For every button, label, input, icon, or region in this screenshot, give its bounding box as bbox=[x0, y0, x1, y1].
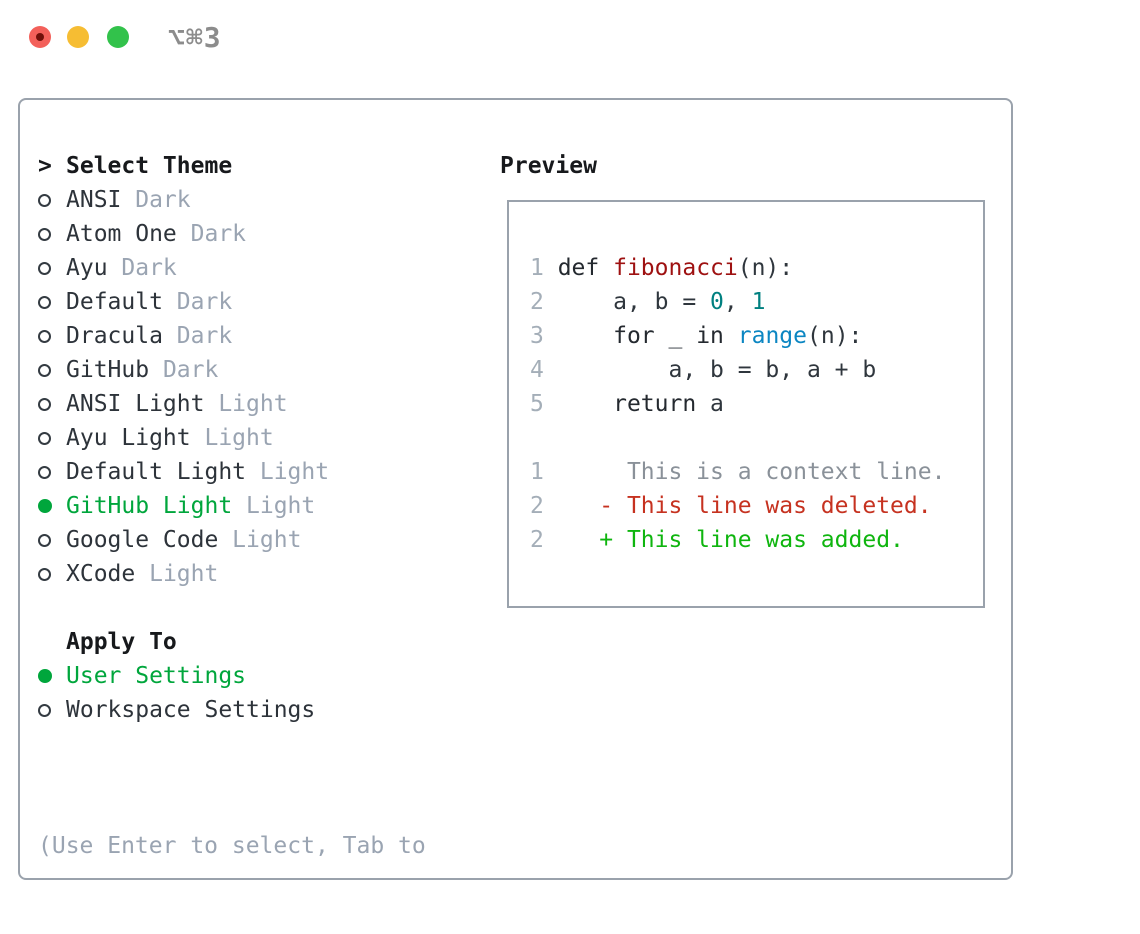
theme-name: ANSI Light bbox=[66, 391, 205, 417]
radio-unselected-icon bbox=[38, 533, 66, 547]
code-line: 1 def fibonacci(n): bbox=[530, 255, 794, 281]
titlebar: ⌥⌘3 bbox=[0, 0, 1140, 74]
radio-unselected-icon bbox=[38, 397, 66, 411]
preview-box: 1 def fibonacci(n): 2 a, b = 0, 1 3 for … bbox=[507, 200, 985, 608]
theme-variant-label: Light bbox=[218, 527, 302, 553]
theme-option-github[interactable]: GitHub Dark bbox=[38, 353, 426, 387]
radio-unselected-icon bbox=[38, 193, 66, 207]
zoom-button[interactable] bbox=[107, 26, 129, 48]
theme-variant-label: Light bbox=[135, 561, 219, 587]
unsaved-indicator-dot bbox=[36, 33, 44, 41]
code-line: 4 a, b = b, a + b bbox=[530, 357, 877, 383]
theme-variant-label: Light bbox=[246, 459, 330, 485]
spacer-row bbox=[38, 591, 426, 625]
theme-name: Ayu Light bbox=[66, 425, 191, 451]
radio-unselected-icon bbox=[38, 431, 66, 445]
theme-name: Dracula bbox=[66, 323, 163, 349]
theme-option-default-light[interactable]: Default Light Light bbox=[38, 455, 426, 489]
theme-variant-label: Dark bbox=[176, 221, 247, 247]
theme-name: Google Code bbox=[66, 527, 219, 553]
code-preview: 1 def fibonacci(n): 2 a, b = 0, 1 3 for … bbox=[509, 202, 983, 557]
theme-option-github-light[interactable]: GitHub Light Light bbox=[38, 489, 426, 523]
theme-variant-label: Dark bbox=[121, 187, 191, 213]
radio-unselected-icon bbox=[38, 295, 66, 309]
theme-name: Ayu bbox=[66, 255, 108, 281]
apply-to-header: Apply To bbox=[38, 625, 426, 659]
theme-option-ayu[interactable]: Ayu Dark bbox=[38, 251, 426, 285]
theme-variant-label: Light bbox=[190, 425, 274, 451]
hint-text: (Use Enter to select, Tab to change focu… bbox=[38, 761, 426, 934]
apply-option-user-settings[interactable]: User Settings bbox=[38, 659, 426, 693]
theme-variant-label: Dark bbox=[162, 289, 233, 315]
radio-unselected-icon bbox=[38, 567, 66, 581]
code-line: 3 for _ in range(n): bbox=[530, 323, 863, 349]
code-line: 2 a, b = 0, 1 bbox=[530, 289, 766, 315]
radio-unselected-icon bbox=[38, 261, 66, 275]
theme-name: ANSI bbox=[66, 187, 122, 213]
theme-name: GitHub Light bbox=[66, 493, 233, 519]
window-title: ⌥⌘3 bbox=[168, 21, 222, 54]
theme-name: Default Light bbox=[66, 459, 247, 485]
theme-variant-label: Light bbox=[232, 493, 316, 519]
theme-variant-label: Dark bbox=[107, 255, 177, 281]
code-line: 1 This is a context line. bbox=[530, 459, 946, 485]
radio-unselected-icon bbox=[38, 363, 66, 377]
theme-option-google-code[interactable]: Google Code Light bbox=[38, 523, 426, 557]
spacer-row bbox=[38, 727, 426, 761]
theme-option-dracula[interactable]: Dracula Dark bbox=[38, 319, 426, 353]
theme-option-ayu-light[interactable]: Ayu Light Light bbox=[38, 421, 426, 455]
radio-selected-icon bbox=[38, 669, 66, 683]
theme-option-xcode[interactable]: XCode Light bbox=[38, 557, 426, 591]
code-line: 2 - This line was deleted. bbox=[530, 493, 932, 519]
code-line: 5 return a bbox=[530, 391, 724, 417]
apply-option-label: User Settings bbox=[66, 663, 247, 689]
code-line: 2 + This line was added. bbox=[530, 527, 904, 553]
theme-name: XCode bbox=[66, 561, 136, 587]
radio-unselected-icon bbox=[38, 227, 66, 241]
theme-variant-label: Light bbox=[204, 391, 288, 417]
apply-option-label: Workspace Settings bbox=[66, 697, 316, 723]
apply-option-workspace-settings[interactable]: Workspace Settings bbox=[38, 693, 426, 727]
radio-unselected-icon bbox=[38, 465, 66, 479]
close-button[interactable] bbox=[29, 26, 51, 48]
radio-unselected-icon bbox=[38, 329, 66, 343]
preview-header: Preview bbox=[500, 153, 597, 179]
theme-variant-label: Dark bbox=[149, 357, 219, 383]
cursor-caret-icon: > bbox=[38, 153, 52, 179]
theme-name: Atom One bbox=[66, 221, 177, 247]
theme-variant-label: Dark bbox=[162, 323, 233, 349]
theme-name: Default bbox=[66, 289, 163, 315]
minimize-button[interactable] bbox=[67, 26, 89, 48]
theme-option-atom-one[interactable]: Atom One Dark bbox=[38, 217, 426, 251]
theme-name: GitHub bbox=[66, 357, 150, 383]
select-theme-label: Select Theme bbox=[66, 153, 233, 179]
radio-unselected-icon bbox=[38, 703, 66, 717]
theme-option-default[interactable]: Default Dark bbox=[38, 285, 426, 319]
theme-option-ansi[interactable]: ANSI Dark bbox=[38, 183, 426, 217]
theme-option-ansi-light[interactable]: ANSI Light Light bbox=[38, 387, 426, 421]
apply-to-label: Apply To bbox=[66, 629, 177, 655]
select-theme-header: > Select Theme bbox=[38, 149, 426, 183]
hint-line-1: (Use Enter to select, Tab to bbox=[38, 833, 426, 859]
radio-selected-icon bbox=[38, 499, 66, 513]
